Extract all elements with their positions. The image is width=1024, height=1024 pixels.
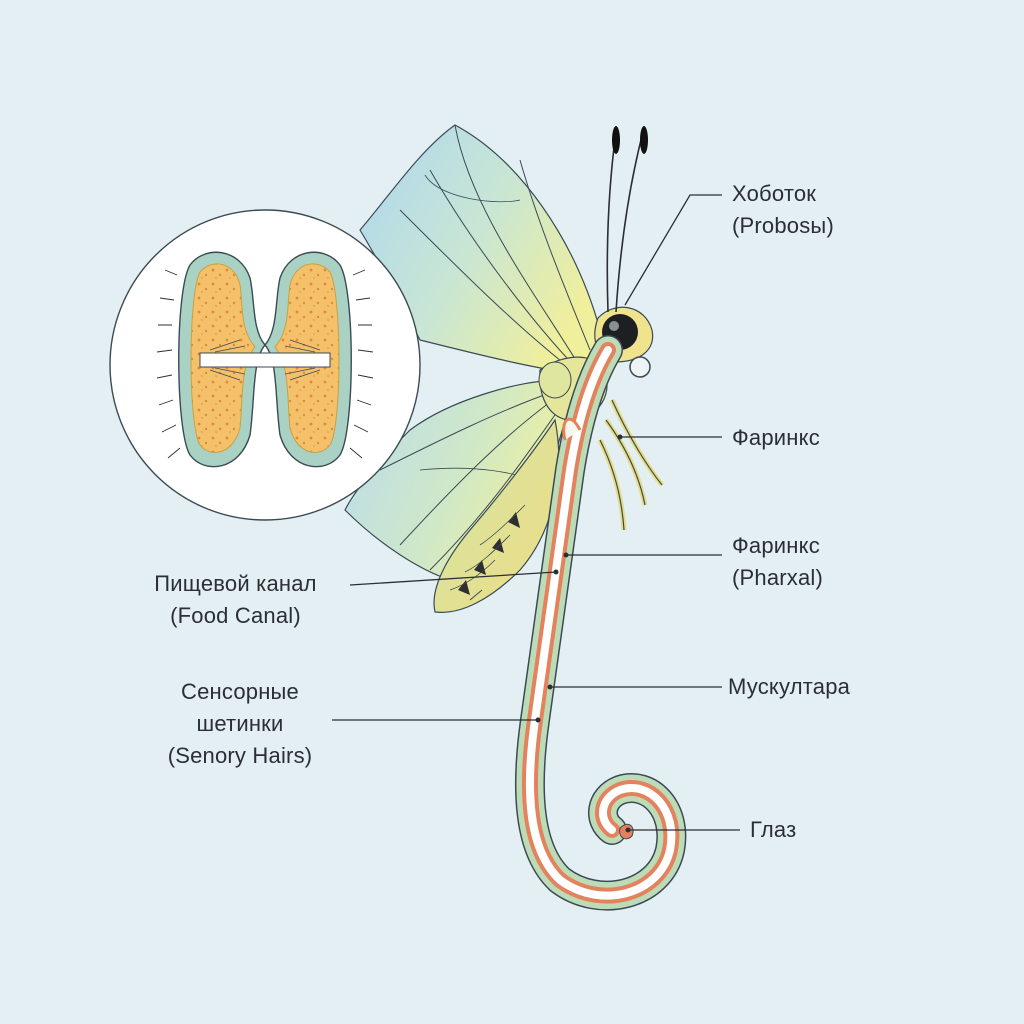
label-pharynx-mid: Фаринкс (Pharxal) bbox=[732, 530, 823, 594]
label-proboscis-en: (Probosы) bbox=[732, 213, 834, 238]
label-food-canal-en: (Food Canal) bbox=[170, 603, 301, 628]
label-pharynx-top: Фаринкс bbox=[732, 422, 820, 454]
label-eye: Глаз bbox=[750, 814, 796, 846]
legs bbox=[597, 398, 664, 531]
forewing bbox=[359, 124, 601, 376]
label-musculature: Мускултара bbox=[728, 671, 850, 703]
label-proboscis-ru: Хоботок bbox=[732, 181, 817, 206]
label-sensory-hairs-ru2: шетинки bbox=[196, 711, 284, 736]
label-food-canal: Пищевой канал (Food Canal) bbox=[128, 568, 343, 632]
label-eye-ru: Глаз bbox=[750, 817, 797, 842]
label-sensory-hairs: Сенсорные шетинки (Senory Hairs) bbox=[150, 676, 330, 772]
antennae bbox=[606, 126, 648, 313]
label-sensory-hairs-en: (Senory Hairs) bbox=[167, 743, 313, 768]
label-pharynx-mid-ru: Фаринкс bbox=[732, 533, 820, 558]
label-pharynx-mid-en: (Pharxal) bbox=[732, 565, 824, 590]
leader-lines bbox=[332, 194, 740, 831]
label-food-canal-ru: Пищевой канал bbox=[154, 571, 317, 596]
proboscis bbox=[514, 335, 687, 911]
label-sensory-hairs-ru1: Сенсорные bbox=[181, 679, 299, 704]
label-musculature-ru: Мускултара bbox=[728, 674, 851, 699]
label-pharynx-top-ru: Фаринкс bbox=[732, 425, 820, 450]
label-proboscis: Хоботок (Probosы) bbox=[732, 178, 834, 242]
cross-section-inset bbox=[109, 209, 421, 521]
leader-dots bbox=[535, 434, 631, 833]
